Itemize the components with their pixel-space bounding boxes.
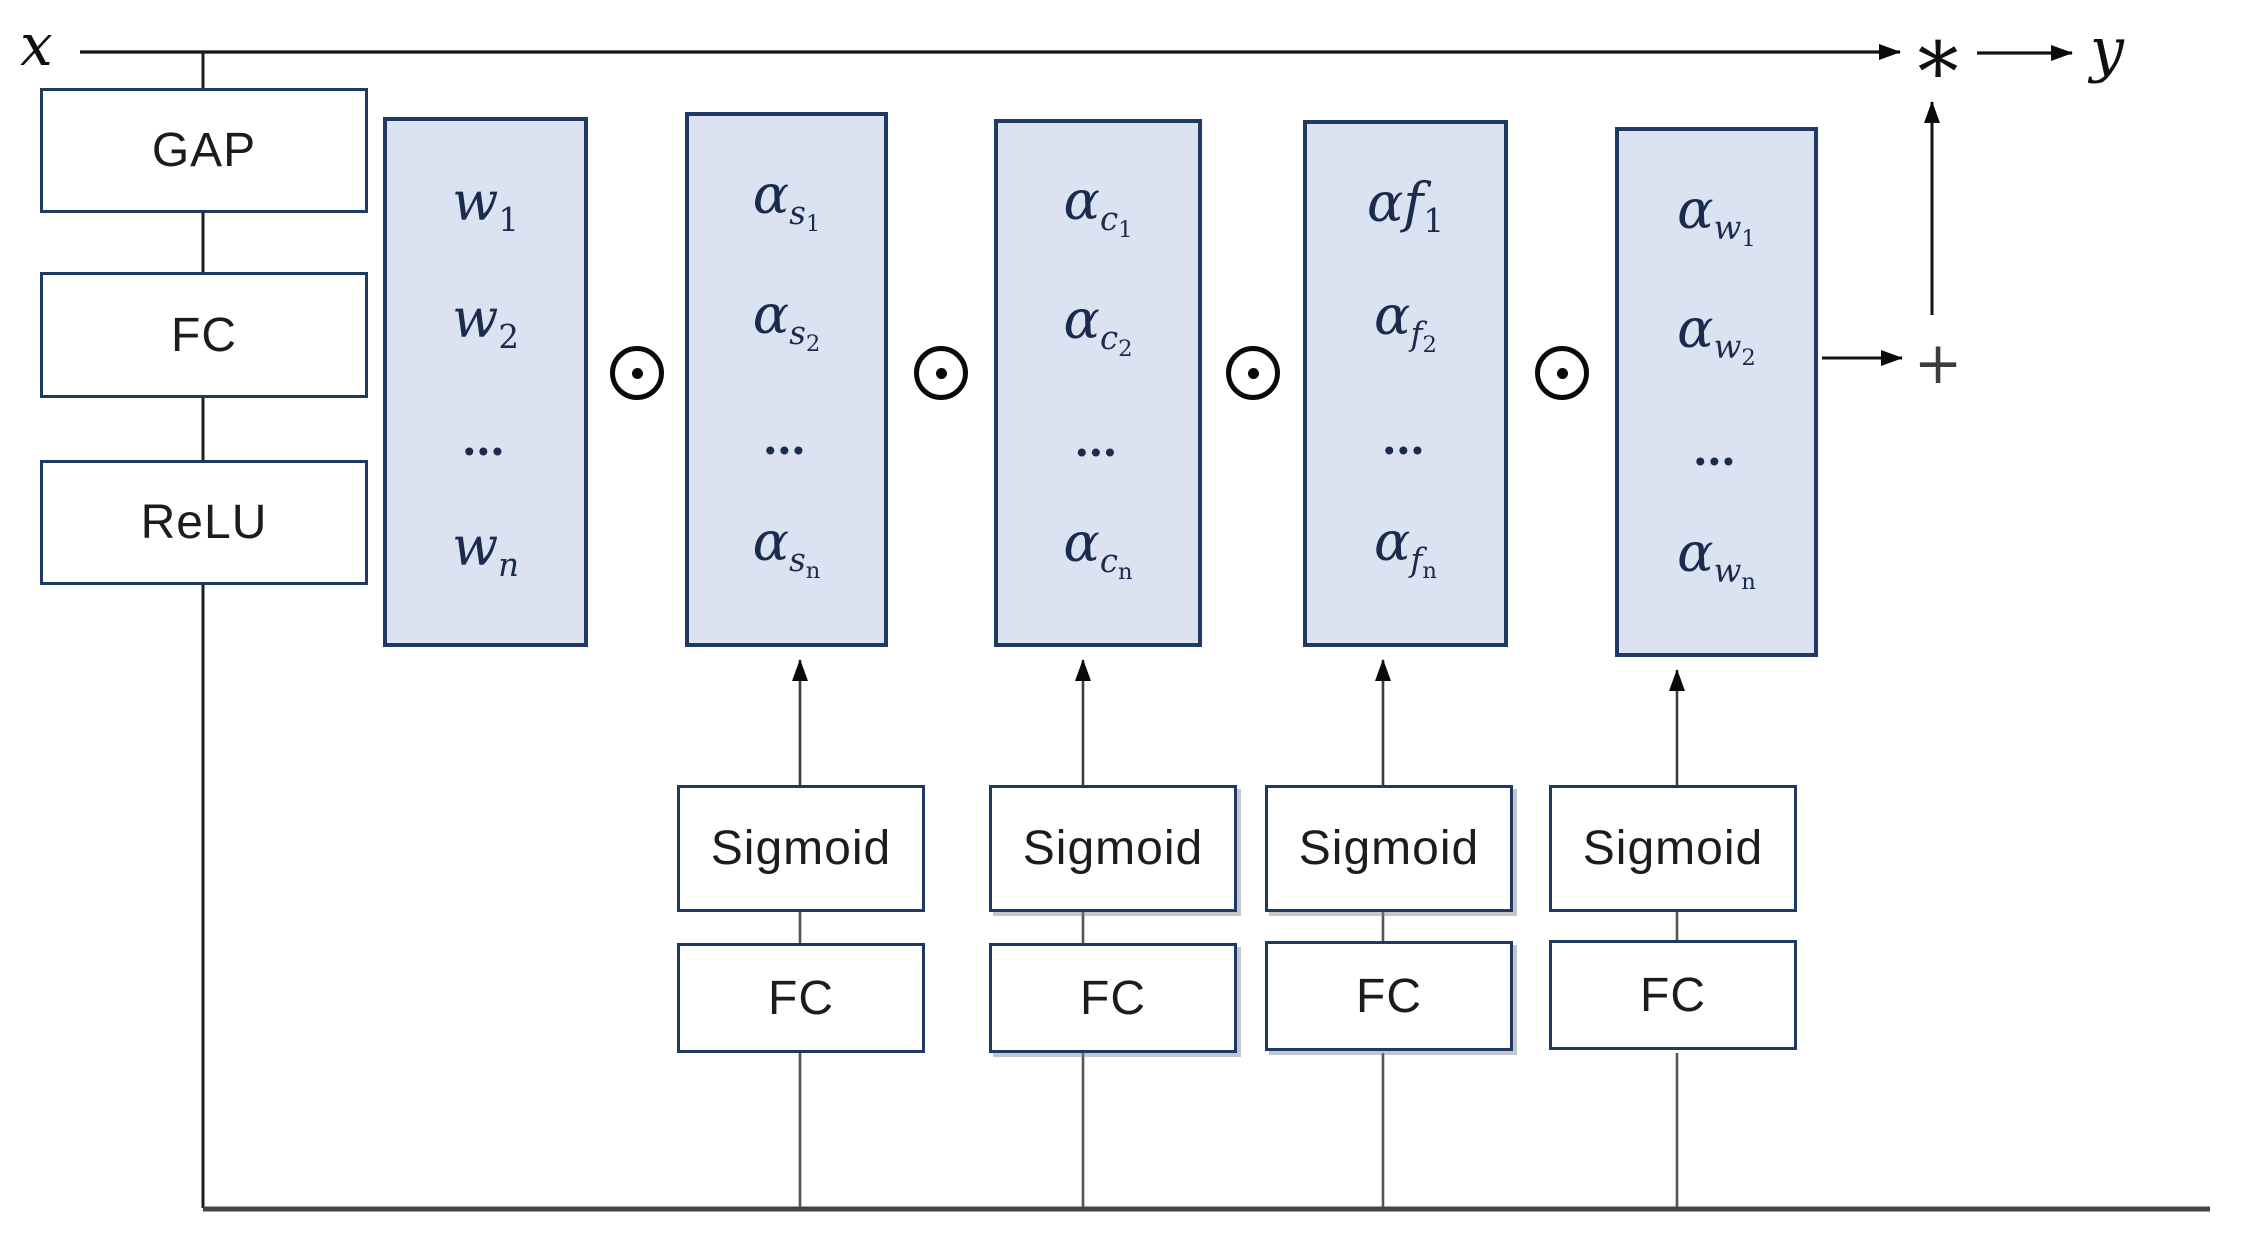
input-label: x: [20, 11, 53, 79]
relu-box: ReLU: [40, 460, 368, 585]
fc-label: FC: [1640, 968, 1706, 1022]
hadamard-product-icon: [1535, 346, 1589, 400]
vector-entry: αfn: [1373, 510, 1438, 585]
add-operator: +: [1913, 329, 1963, 397]
fc-label: FC: [768, 971, 834, 1025]
vector-entry: αw1: [1677, 177, 1756, 252]
sigmoid-box-4: Sigmoid: [1549, 785, 1797, 912]
sigmoid-label: Sigmoid: [710, 822, 892, 875]
gap-box: GAP: [40, 88, 368, 213]
weight-vector-box: w1 w2 … wn: [383, 117, 588, 647]
alpha-w-vector-box: αw1 αw2 … αwn: [1615, 127, 1818, 657]
vector-entry: …: [461, 414, 510, 466]
fc-box-2: FC: [989, 943, 1237, 1053]
vector-entry: …: [762, 413, 811, 465]
sigmoid-box-2: Sigmoid: [989, 785, 1237, 912]
sigmoid-label: Sigmoid: [1298, 822, 1480, 875]
fc-label: FC: [1356, 969, 1422, 1023]
output-label: y: [2090, 15, 2124, 85]
vector-entry: αsn: [752, 509, 821, 585]
vector-entry: αwn: [1677, 520, 1756, 595]
fc-box-4: FC: [1549, 940, 1797, 1050]
vector-entry: αf1: [1366, 170, 1445, 240]
hadamard-product-icon: [610, 346, 664, 400]
vector-entry: αs2: [752, 283, 821, 358]
hadamard-product-icon: [1226, 346, 1280, 400]
fc-box-1: FC: [677, 943, 925, 1053]
alpha-c-vector-box: αc1 αc2 … αcn: [994, 119, 1202, 647]
alpha-f-vector-box: αf1 αf2 … αfn: [1303, 120, 1508, 647]
vector-entry: αc1: [1063, 169, 1133, 244]
hadamard-product-icon: [914, 346, 968, 400]
vector-entry: w2: [452, 287, 519, 357]
fc-label: FC: [171, 308, 237, 362]
fc-box-3: FC: [1265, 941, 1513, 1051]
sigmoid-label: Sigmoid: [1582, 822, 1764, 875]
vector-entry: αs1: [752, 163, 821, 238]
vector-entry: w1: [452, 169, 519, 239]
vector-entry: αcn: [1063, 510, 1133, 585]
vector-entry: αc2: [1063, 287, 1133, 362]
vector-entry: …: [1692, 425, 1741, 477]
vector-entry: wn: [451, 514, 520, 584]
sigmoid-label: Sigmoid: [1022, 822, 1204, 875]
sigmoid-box-3: Sigmoid: [1265, 785, 1513, 912]
vector-entry: …: [1381, 414, 1430, 466]
vector-entry: …: [1074, 416, 1122, 468]
alpha-s-vector-box: αs1 αs2 … αsn: [685, 112, 888, 647]
multiply-operator: ∗: [1910, 9, 1966, 104]
fc-label: FC: [1080, 971, 1146, 1025]
vector-entry: αw2: [1677, 296, 1756, 371]
relu-label: ReLU: [140, 496, 268, 549]
gap-label: GAP: [151, 124, 257, 177]
sigmoid-box-1: Sigmoid: [677, 785, 925, 912]
vector-entry: αf2: [1374, 284, 1437, 359]
fc-box-main: FC: [40, 272, 368, 398]
